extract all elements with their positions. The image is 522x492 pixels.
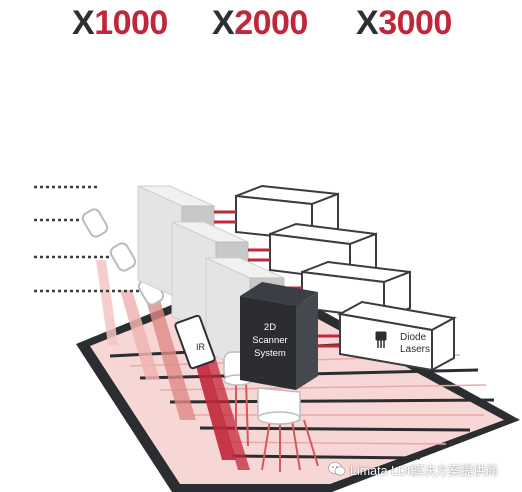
scanner-label-line1: 2D [264,322,276,333]
diode-label-line2: Lasers [400,344,430,355]
model-x1000-title: X1000 [72,4,168,42]
ir-camera: IR [174,314,216,370]
watermark-text: Limata LDI解决方案提供商 [350,463,498,478]
wechat-icon [328,462,346,476]
diode-lasers-box: Diode Lasers [337,300,457,372]
model-x3000-title: X3000 [356,4,452,42]
diode-label-line1: Diode [400,332,427,343]
scanner-label-line2: Scanner [252,335,287,346]
ir-label: IR [196,342,206,352]
fiber-lines [34,185,150,293]
2d-scanner-system: 2D Scanner System [240,282,318,425]
model-title-row: X1000 X2000 X3000 [0,0,522,60]
watermark: Limata LDI解决方案提供商 [328,458,498,480]
transistor-icon [375,331,387,348]
scanner-label-line3: System [254,348,286,359]
model-x2000-title: X2000 [212,4,308,42]
laser-beams [96,260,319,472]
